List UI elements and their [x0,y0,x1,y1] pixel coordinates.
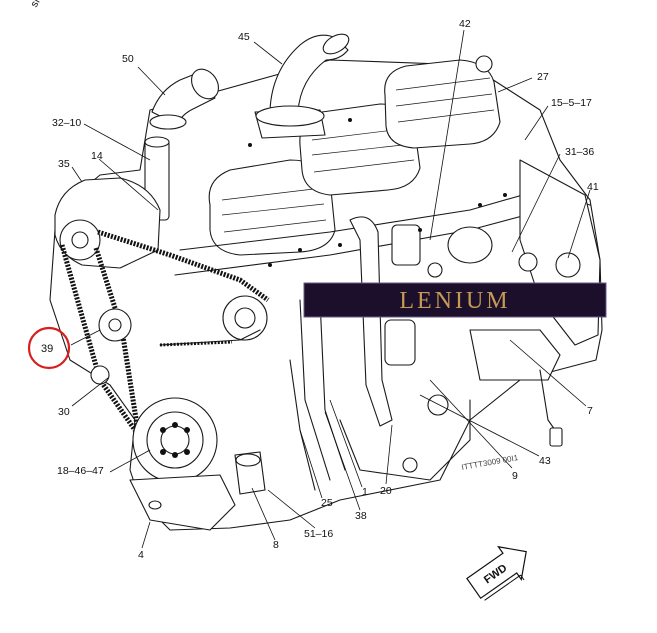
callout-42: 41 [587,181,599,193]
callout-32-10: 32–10 [52,117,81,129]
callout-50: 50 [122,53,134,65]
callout-18-46-47: 18–46–47 [57,465,104,477]
callout-51-16: 51–16 [304,528,333,540]
callout-4: 4 [138,549,144,561]
callout-35: 35 [58,158,70,170]
engine-drawing [49,33,603,531]
callout-20: 20 [380,485,392,497]
lenium-logo: LENIUM [303,282,607,318]
callout-9: 9 [512,470,518,482]
callout-14: 14 [91,150,103,162]
callout-labels: 50 45 42 27 15–5–17 32–10 14 35 31–36 41… [52,18,599,561]
callout-7: 7 [587,405,593,417]
callout-41: 38 [355,510,367,522]
callout-27: 27 [537,71,549,83]
callout-8: 8 [273,539,279,551]
callout-38: 45 [238,31,250,43]
callout-39: 39 [41,343,53,355]
corner-text: sıe [28,0,45,10]
callout-1: 1 [362,486,368,498]
highlighted-callout-39[interactable]: 39 [27,326,71,370]
leader-lines [70,29,591,549]
callout-43: 43 [539,455,551,467]
callout-45: 42 [459,18,471,30]
callout-30: 30 [58,406,70,418]
callout-25: 25 [321,497,333,509]
callout-31-36: 31–36 [565,146,594,158]
callout-15-5-17: 15–5–17 [551,97,592,109]
logo-text: LENIUM [399,288,510,314]
highlight-circle [27,326,71,370]
